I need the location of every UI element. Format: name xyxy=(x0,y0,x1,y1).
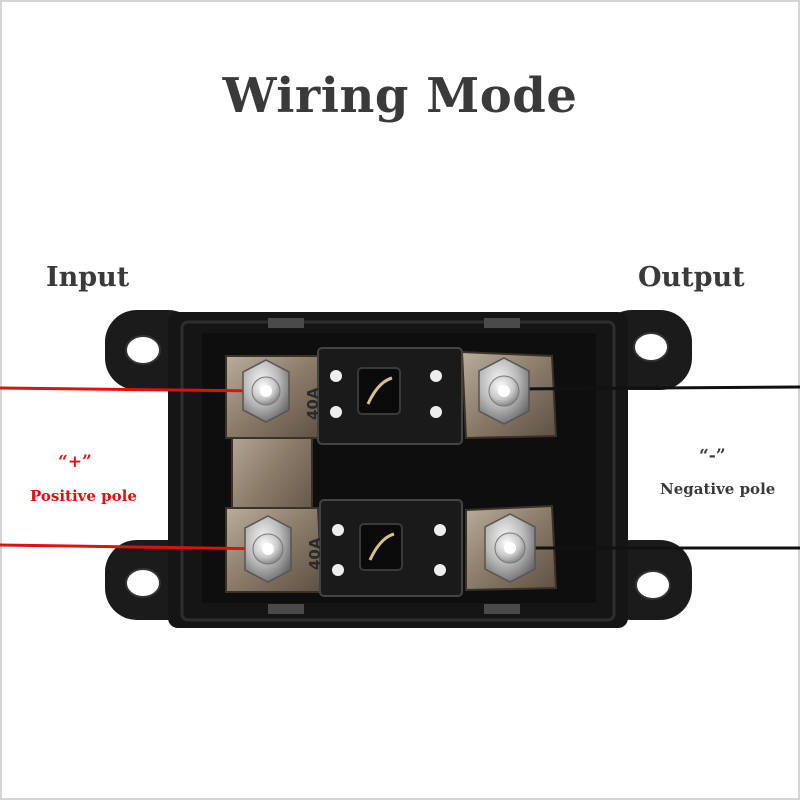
page-title: Wiring Mode xyxy=(222,68,578,124)
fuse-rating-top: 40A xyxy=(304,387,322,420)
negative-pole-label: Negative pole xyxy=(660,480,776,498)
positive-wire-top xyxy=(0,386,263,393)
positive-wire-bottom xyxy=(0,543,269,551)
output-label: Output xyxy=(638,262,745,293)
output-terminal-top xyxy=(478,357,530,425)
output-terminal-bottom xyxy=(484,513,536,583)
positive-pole-label: Positive pole xyxy=(30,487,137,505)
fuse-rating-bottom: 40A xyxy=(306,537,324,570)
input-terminal-bottom xyxy=(244,515,292,583)
positive-pole-symbol: “+” xyxy=(58,452,92,472)
input-label: Input xyxy=(46,262,130,293)
input-terminal-top xyxy=(242,359,290,423)
negative-wire-top xyxy=(504,385,800,391)
negative-pole-symbol: “-” xyxy=(699,446,726,466)
